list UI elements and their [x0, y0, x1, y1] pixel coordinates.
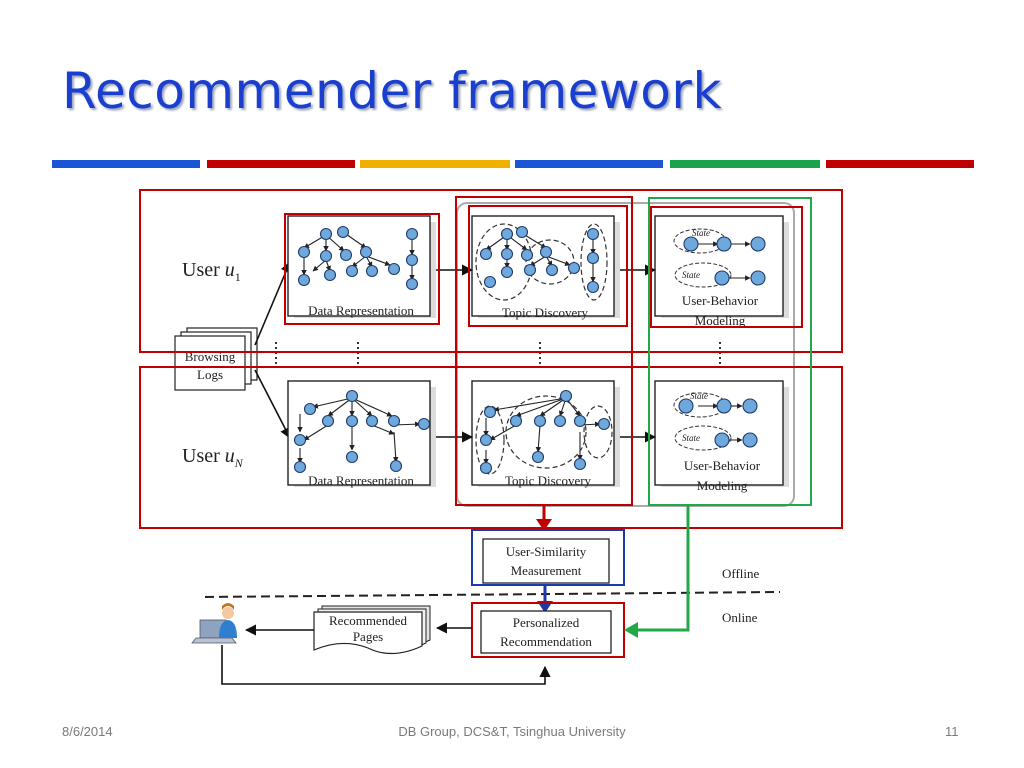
browsing-logs-label-line2: Logs [197, 367, 223, 382]
divider-stripe-red-2 [826, 160, 974, 168]
highlight-user-behavior [650, 206, 803, 328]
divider-stripe-blue-2 [515, 160, 663, 168]
footer-page-number: 11 [945, 724, 959, 739]
data-representation-label-bottom: Data Representation [308, 473, 414, 488]
state-label-3: State [690, 391, 708, 401]
user-similarity-box [482, 538, 610, 584]
slide-title: Recommender framework [62, 62, 722, 120]
offline-online-divider [204, 591, 781, 598]
ellipsis-dots [275, 342, 721, 366]
topic-discovery-label-bottom: Topic Discovery [505, 473, 592, 488]
user-similarity-label-line1: User-Similarity [506, 544, 587, 559]
highlight-user-un-row [139, 366, 843, 529]
arrow-head-topic-to-similarity [536, 519, 552, 531]
arrow-behavior-to-recommendation [636, 506, 690, 632]
browsing-logs-icon [174, 327, 258, 391]
user-similarity-label-line2: Measurement [511, 563, 582, 578]
online-label: Online [722, 610, 758, 625]
state-label-1: State [692, 228, 710, 238]
divider-stripe-yellow [360, 160, 510, 168]
state-label-2: State [682, 270, 700, 280]
divider-stripe-green [670, 160, 820, 168]
personalized-recommendation-label-line2: Recommendation [500, 634, 592, 649]
footer-organization: DB Group, DCS&T, Tsinghua University [398, 724, 626, 739]
topic-discovery-panel-bottom [471, 380, 620, 487]
user-behavior-label-bottom-line1: User-Behavior [684, 458, 761, 473]
personalized-recommendation-label-line1: Personalized [513, 615, 580, 630]
footer-date: 8/6/2014 [62, 724, 113, 739]
state-chains [673, 228, 766, 451]
arrow-head-behavior-to-recommendation [624, 622, 638, 638]
user-un-label: User uN [182, 445, 244, 470]
highlight-topic-discovery-inner [468, 205, 628, 327]
data-representation-panel-bottom [287, 380, 436, 487]
data-representation-label-top: Data Representation [308, 303, 414, 318]
recommended-pages-label-line1: Recommended [329, 613, 407, 628]
user-u1-label: User u1 [182, 259, 241, 284]
user-behavior-label-top-line1: User-Behavior [682, 293, 759, 308]
user-behavior-label-bottom-line2: Modeling [697, 478, 748, 493]
recommended-pages-icon [313, 605, 431, 655]
divider-stripe-blue [52, 160, 200, 168]
state-label-4: State [682, 433, 700, 443]
graph-nodes [293, 225, 611, 475]
highlight-user-u1-row [139, 189, 843, 353]
highlight-data-representation [284, 213, 440, 325]
user-laptop-icon [191, 603, 237, 644]
topic-discovery-label-top: Topic Discovery [502, 305, 589, 320]
graph-edges-data-bottom [297, 397, 421, 464]
offline-label: Offline [722, 566, 760, 581]
highlight-user-behavior-green [648, 197, 812, 506]
personalized-recommendation-box [480, 610, 612, 654]
user-behavior-panel-top [654, 215, 789, 318]
highlight-user-similarity [471, 529, 625, 586]
feedback-loop-line [221, 645, 551, 685]
recommended-pages-label-line2: Pages [353, 629, 383, 644]
divider-stripe-red [207, 160, 355, 168]
user-behavior-label-top-line2: Modeling [695, 313, 746, 328]
arrow-logs-to-data-bottom [254, 369, 291, 439]
